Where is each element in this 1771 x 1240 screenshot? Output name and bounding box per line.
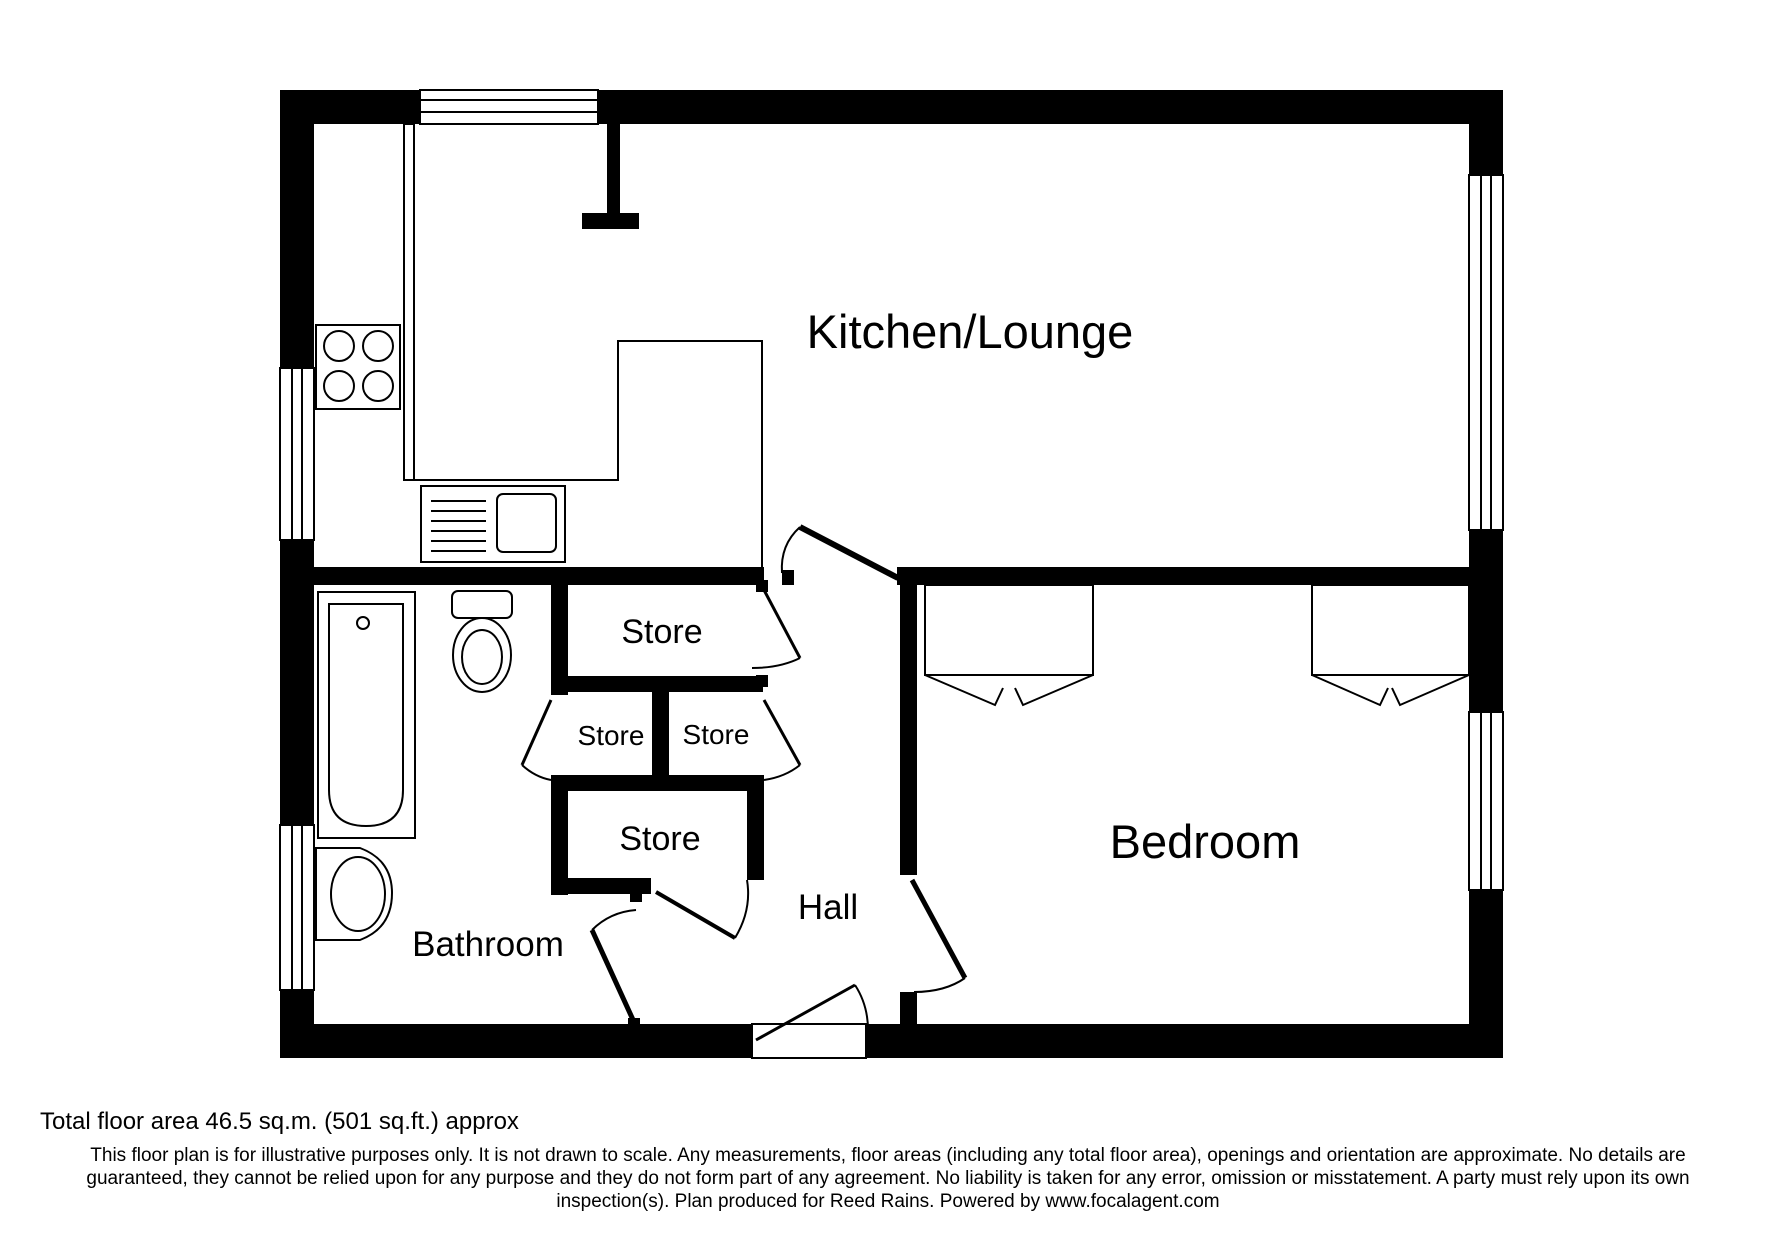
outer-wall-right bbox=[1469, 530, 1503, 712]
wall-hall-bedroom bbox=[900, 575, 917, 875]
wall-store-block bbox=[551, 878, 651, 894]
walls bbox=[280, 90, 1503, 1058]
outer-wall-left bbox=[280, 990, 314, 1058]
room-label-bedroom: Bedroom bbox=[1110, 815, 1301, 868]
hob-ring bbox=[362, 330, 394, 362]
sink-bowl bbox=[496, 493, 557, 553]
door-swing bbox=[780, 526, 801, 574]
door-entrance bbox=[755, 983, 856, 1042]
kitchen-sink bbox=[420, 485, 566, 563]
toilet-cistern bbox=[451, 590, 513, 619]
extractor-hood bbox=[607, 124, 620, 214]
window-top bbox=[419, 89, 599, 125]
door-jamb bbox=[756, 580, 768, 592]
room-label-store: Store bbox=[621, 613, 702, 651]
outer-wall-left bbox=[280, 90, 314, 368]
wall-store-block bbox=[652, 692, 669, 782]
window-left-bathroom bbox=[279, 824, 315, 991]
bathtub-inner bbox=[328, 603, 404, 828]
basin-bowl bbox=[330, 856, 386, 932]
kitchen-worktop bbox=[403, 123, 415, 481]
wardrobe bbox=[1311, 584, 1470, 676]
room-label-store: Store bbox=[578, 720, 645, 751]
window-right-lounge bbox=[1468, 174, 1504, 531]
room-labels: Kitchen/Lounge Bedroom Bathroom Hall Sto… bbox=[412, 305, 1300, 964]
wall-hall-bedroom bbox=[900, 992, 917, 1024]
door-jamb bbox=[782, 570, 794, 585]
floor-plan: Kitchen/Lounge Bedroom Bathroom Hall Sto… bbox=[279, 89, 1504, 1059]
entrance-threshold bbox=[751, 1023, 867, 1059]
room-label-kitchen-lounge: Kitchen/Lounge bbox=[807, 305, 1134, 358]
wall-store-block bbox=[551, 585, 568, 695]
toilet-seat bbox=[461, 629, 503, 685]
bathtub bbox=[317, 591, 416, 839]
hob bbox=[315, 324, 401, 410]
hob-ring bbox=[362, 370, 394, 402]
door-store-4 bbox=[654, 890, 737, 940]
room-label-bathroom: Bathroom bbox=[412, 925, 564, 964]
wall-store-block bbox=[551, 676, 763, 692]
wall-kitchen-bedroom bbox=[897, 567, 1469, 585]
room-label-store: Store bbox=[619, 820, 700, 858]
wall-store-block bbox=[551, 775, 568, 895]
hob-ring bbox=[323, 370, 355, 402]
door-jamb bbox=[756, 675, 768, 687]
outer-wall-bottom bbox=[866, 1024, 1503, 1058]
door-store-1 bbox=[762, 589, 802, 659]
door-bedroom bbox=[909, 878, 968, 980]
doors bbox=[520, 524, 1470, 1042]
kitchen-unit bbox=[404, 340, 763, 567]
total-floor-area: Total floor area 46.5 sq.m. (501 sq.ft.)… bbox=[40, 1108, 519, 1135]
outer-wall-right bbox=[1469, 90, 1503, 175]
room-label-hall: Hall bbox=[798, 888, 858, 927]
basin bbox=[315, 847, 394, 941]
wall-kitchen-bathroom bbox=[314, 567, 764, 585]
window-left-kitchen bbox=[279, 367, 315, 541]
hob-ring bbox=[323, 330, 355, 362]
outer-wall-right bbox=[1469, 890, 1503, 1058]
door-bathroom bbox=[589, 928, 637, 1024]
disclaimer-text: This floor plan is for illustrative purp… bbox=[86, 1145, 1690, 1212]
outer-wall-bottom bbox=[280, 1024, 752, 1058]
door-kitchen bbox=[798, 524, 900, 581]
outer-wall-left bbox=[280, 540, 314, 825]
bath-plughole bbox=[356, 616, 370, 630]
windows bbox=[279, 89, 1504, 1059]
door-store-2 bbox=[520, 699, 553, 766]
door-jamb bbox=[630, 890, 642, 902]
window-right-bedroom bbox=[1468, 711, 1504, 891]
door-store-3 bbox=[762, 699, 802, 766]
room-label-store: Store bbox=[683, 719, 750, 750]
toilet-bowl bbox=[452, 617, 512, 693]
extractor-hood bbox=[582, 213, 639, 229]
wardrobe bbox=[924, 584, 1094, 676]
wall-store-block bbox=[747, 775, 764, 880]
fixtures bbox=[315, 123, 1470, 941]
wall-store-block bbox=[551, 775, 763, 791]
